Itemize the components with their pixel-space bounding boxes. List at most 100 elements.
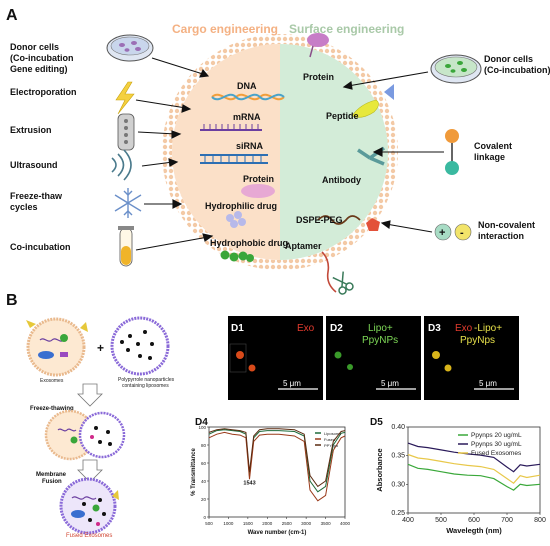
cargo-dna: DNA xyxy=(237,81,257,91)
d2-scale: 5 μm xyxy=(381,379,399,388)
d5-legend-label: Fused Exosomes xyxy=(471,450,522,457)
cargo-protein: Protein xyxy=(243,174,274,184)
snowflake-icon xyxy=(114,188,142,218)
d3-label1b: -Lipo+ xyxy=(474,323,502,334)
liposome-label-1: Polypyrrole nanoparticles xyxy=(118,377,175,383)
d4-series-line xyxy=(208,429,346,493)
d4-axes-frame xyxy=(208,426,346,518)
d3-label2: PpyNps xyxy=(460,335,495,346)
surface-peptide: Peptide xyxy=(326,111,359,121)
cargo-mrna: mRNA xyxy=(233,112,261,122)
right-noncovalent-2: interaction xyxy=(478,231,524,241)
sirna-strand-icon xyxy=(200,154,268,164)
surface-dspe-peg: DSPE-PEG xyxy=(296,215,343,225)
dna-helix-icon xyxy=(211,93,285,101)
plus-sign: + xyxy=(439,227,445,239)
right-donor-cells-2: (Co-incubation) xyxy=(484,65,550,75)
d4-legend-label: Liposome xyxy=(324,431,342,436)
d5-xtick-label: 600 xyxy=(468,517,480,524)
cargo-hydrophobic: Hydrophobic drug xyxy=(210,238,288,248)
d4-ytick-label: 60 xyxy=(201,461,207,466)
d4-xtick-label: 1500 xyxy=(243,521,254,526)
d2-id: D2 xyxy=(330,323,343,334)
method-freeze-thaw-2: cycles xyxy=(10,202,38,212)
right-petri-dish-icon xyxy=(430,54,482,84)
fused-exosomes-label: Fused Exosomes xyxy=(66,533,112,539)
d4-ytick-label: 80 xyxy=(201,443,207,448)
d5-xtick-label: 400 xyxy=(402,517,414,524)
d5-series-line xyxy=(407,453,541,484)
method-co-incubation: Co-incubation xyxy=(10,242,71,252)
d5-xlabel: Wavelegth (nm) xyxy=(446,526,502,535)
test-tube-icon xyxy=(118,226,134,267)
mrna-strand-icon xyxy=(200,124,262,131)
d4-xtick-label: 4000 xyxy=(340,521,351,526)
method-freeze-thaw: Freeze-thaw xyxy=(10,191,63,201)
d5-ytick-label: 0.40 xyxy=(391,424,405,431)
micrograph-d3: D3 Exo -Lipo+ PpyNps 5 μm xyxy=(424,316,519,400)
right-covalent: Covalent xyxy=(474,141,512,151)
method-donor-cells: Donor cells xyxy=(10,42,59,52)
d1-label: Exo xyxy=(297,323,315,334)
d5-series-line xyxy=(407,463,541,491)
protein-blob-icon xyxy=(241,184,275,198)
petri-dish-icon xyxy=(106,34,154,62)
liposome-vesicle-icon xyxy=(110,316,170,376)
peptide-icon xyxy=(351,99,379,118)
hydrophilic-drug-icon xyxy=(226,211,246,228)
exosomes-label: Exosomes xyxy=(40,378,64,384)
panel-a-letter: A xyxy=(6,7,18,24)
d4-series-line xyxy=(208,431,346,502)
triangle-marker-icon xyxy=(384,84,394,100)
surface-protein-icon xyxy=(307,33,329,58)
d4-xtick-label: 2000 xyxy=(262,521,273,526)
d5-xtick-label: 500 xyxy=(435,517,447,524)
hydrophobic-drug-icon xyxy=(220,250,254,262)
d5-id: D5 xyxy=(370,417,383,428)
d4-id: D4 xyxy=(195,417,208,428)
d4-legend-label: PPYlipo xyxy=(324,443,339,448)
surface-header: Surface engineering xyxy=(289,22,404,36)
d4-series-line xyxy=(208,428,346,488)
d4-xtick-label: 2500 xyxy=(282,521,293,526)
d3-scale: 5 μm xyxy=(479,379,497,388)
d5-ytick-label: 0.25 xyxy=(391,510,405,517)
d4-ytick-label: 40 xyxy=(201,479,207,484)
cargo-sirna: siRNA xyxy=(236,141,264,151)
step-membrane: Membrane xyxy=(36,472,67,478)
micrograph-d1: D1 Exo 5 μm xyxy=(228,316,323,400)
merging-vesicles-icon xyxy=(44,409,126,461)
surface-antibody: Antibody xyxy=(322,175,361,185)
d5-ytick-label: 0.30 xyxy=(391,481,405,488)
d4-xtick-label: 1000 xyxy=(223,521,234,526)
surface-protein: Protein xyxy=(303,72,334,82)
d4-ylabel: % Transmittance xyxy=(191,447,197,495)
d5-ylabel: Absorbance xyxy=(375,448,384,491)
liposome-label-2: containing liposomes xyxy=(122,383,169,389)
right-covalent-2: linkage xyxy=(474,152,505,162)
covalent-linkage-icon xyxy=(445,129,459,175)
minus-sign: - xyxy=(460,227,464,239)
d4-ytick-label: 0 xyxy=(203,515,206,520)
exosome-diagram xyxy=(162,34,398,270)
d1-id: D1 xyxy=(231,323,244,334)
d3-id: D3 xyxy=(428,323,441,334)
d4-xtick-label: 500 xyxy=(205,521,213,526)
arrow-down-1-icon xyxy=(77,383,103,407)
method-electroporation: Electroporation xyxy=(10,87,77,97)
exosome-vesicle-icon xyxy=(26,317,88,377)
extruder-filter-icon xyxy=(117,113,135,151)
d2-label2: PpyNPs xyxy=(362,335,398,346)
lightning-icon xyxy=(115,81,135,115)
d1-scale: 5 μm xyxy=(283,379,301,388)
method-extrusion: Extrusion xyxy=(10,125,52,135)
d4-ytick-label: 100 xyxy=(198,425,206,430)
d4-xtick-label: 3000 xyxy=(301,521,312,526)
dspe-peg-icon xyxy=(317,215,380,231)
d5-xtick-label: 800 xyxy=(534,517,546,524)
d2-label1: Lipo+ xyxy=(368,323,393,334)
d4-legend-label: Fused xyxy=(324,437,335,442)
d5-series-line xyxy=(407,442,541,473)
